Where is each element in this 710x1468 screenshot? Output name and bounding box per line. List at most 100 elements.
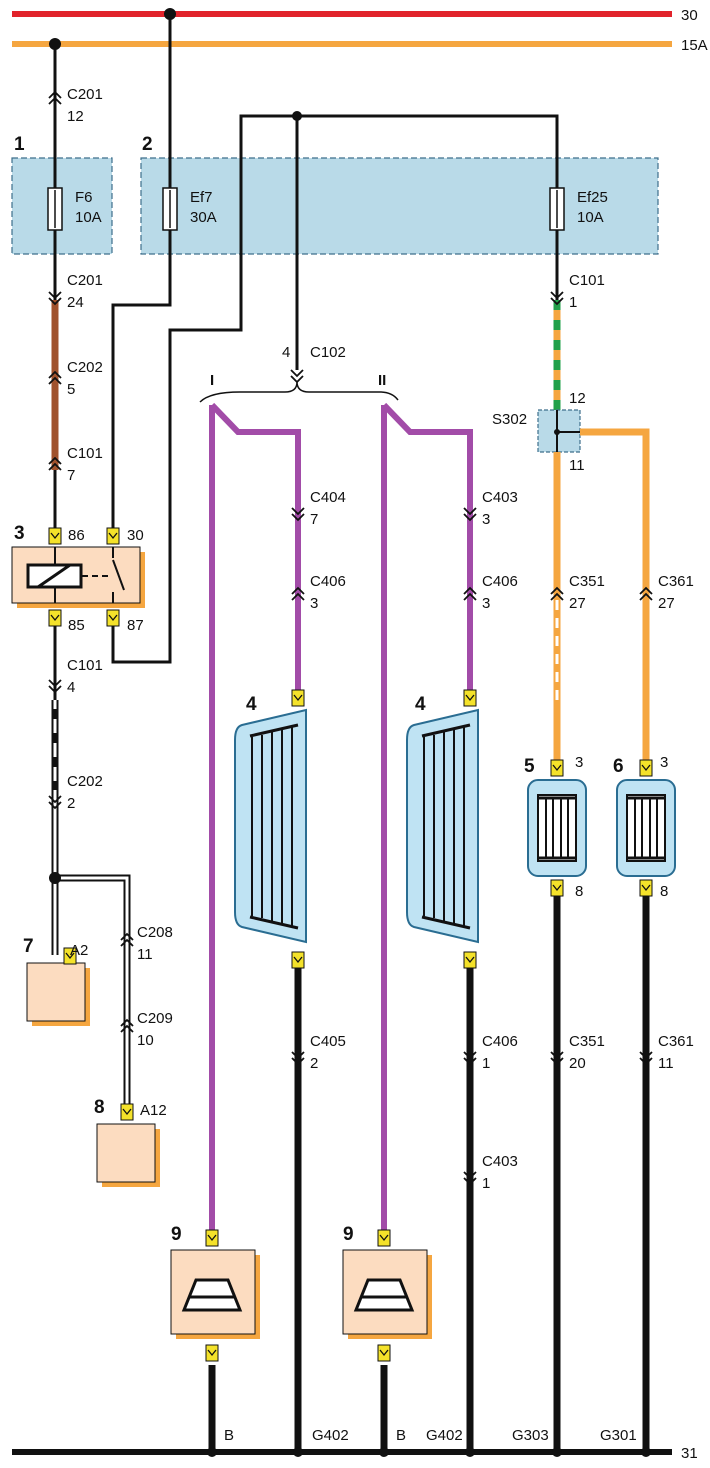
connector-c101-4-name: C101	[67, 657, 103, 674]
connector-c404-7-pin: 7	[310, 511, 318, 528]
connector-c351-20-name: C351	[569, 1033, 605, 1050]
component-9-right-number: 9	[343, 1224, 354, 1245]
connector-chevron	[463, 1171, 477, 1186]
connector-c101-7-name: C101	[67, 445, 103, 462]
pin-block	[106, 527, 120, 545]
connector-c101-4-pin: 4	[67, 679, 75, 696]
pin-block-mark	[552, 884, 562, 892]
pin-block	[106, 609, 120, 627]
relay-pin-30: 30	[127, 527, 144, 544]
pin-block-mark	[108, 614, 118, 622]
branch-i-label: I	[210, 372, 214, 389]
pin-block	[205, 1229, 219, 1247]
connector-c361-27-name: C361	[658, 573, 694, 590]
fuse-ef25-name: Ef25	[577, 189, 608, 206]
pin-block	[291, 689, 305, 707]
connector-chevron	[463, 1051, 477, 1066]
pin-block	[48, 609, 62, 627]
relay	[11, 546, 145, 608]
connector-chevron	[48, 679, 62, 694]
heater-element-4-right	[406, 708, 479, 944]
module-5-pin-top: 3	[575, 754, 583, 771]
connector-chevron	[639, 586, 653, 601]
connector-c403-3-name: C403	[482, 489, 518, 506]
pin-block	[48, 527, 62, 545]
ground-g402-right: G402	[426, 1427, 463, 1444]
c102-pin: 4	[282, 344, 290, 361]
pin-block	[377, 1229, 391, 1247]
component-6-number: 6	[613, 756, 624, 777]
connector-c361-11-pin: 11	[658, 1055, 674, 1072]
fuse-f6-name: F6	[75, 189, 93, 206]
connector-c202-5-name: C202	[67, 359, 103, 376]
connector-chevron	[120, 932, 134, 947]
connector-chevron	[48, 291, 62, 306]
connector-c101-1-name: C101	[569, 272, 605, 289]
branch-ii-label: II	[378, 372, 386, 389]
pin-block	[205, 1344, 219, 1362]
pin-connectors	[48, 527, 653, 1362]
connector-c202-5-pin: 5	[67, 381, 75, 398]
pin-block-mark	[552, 764, 562, 772]
pin-block-mark	[293, 694, 303, 702]
connector-c361-27-pin: 27	[658, 595, 675, 612]
pin-block	[550, 879, 564, 897]
connector-chevron	[463, 507, 477, 522]
connector-c361-11-name: C361	[658, 1033, 694, 1050]
connector-chevron	[291, 1051, 305, 1066]
component-1-number: 1	[14, 134, 25, 155]
rail-31-label: 31	[681, 1445, 698, 1462]
fuse-ef7-rating: 30A	[190, 209, 217, 226]
splice-pin-out: 11	[569, 457, 585, 474]
component-5-number: 5	[524, 756, 535, 777]
connector-chevron	[639, 1051, 653, 1066]
heater-module-6	[616, 779, 676, 877]
pin-block-mark	[465, 956, 475, 964]
connector-c351-27-pin: 27	[569, 595, 586, 612]
component-4-right-number: 4	[415, 694, 426, 715]
connector-c201-12-pin: 12	[67, 108, 84, 125]
connector-chevron	[550, 291, 564, 306]
module-6-pin-bottom: 8	[660, 883, 668, 900]
pin-block	[377, 1344, 391, 1362]
splice-pin-in: 12	[569, 390, 586, 407]
component-9-left	[170, 1249, 260, 1339]
connector-chevron	[550, 1051, 564, 1066]
pin-block-mark	[50, 614, 60, 622]
connector-c406-3a-name: C406	[310, 573, 346, 590]
relay-pin-86: 86	[68, 527, 85, 544]
connector-c406-1-pin: 1	[482, 1055, 490, 1072]
connector-chevron	[48, 456, 62, 471]
connector-chevron	[120, 1018, 134, 1033]
component-2-number: 2	[142, 134, 153, 155]
pin-block-mark	[379, 1234, 389, 1242]
connector-c208-11-pin: 11	[137, 946, 153, 963]
connector-c405-2-name: C405	[310, 1033, 346, 1050]
rail-30-label: 30	[681, 7, 698, 24]
pin-block	[63, 947, 77, 965]
relay-pin-85: 85	[68, 617, 85, 634]
connector-chevron	[48, 370, 62, 385]
pin-block-mark	[641, 764, 651, 772]
pin-block	[463, 689, 477, 707]
component-9-left-number: 9	[171, 1224, 182, 1245]
module-5-pin-bottom: 8	[575, 883, 583, 900]
pin-block-mark	[207, 1349, 217, 1357]
fuse-f6-rating: 10A	[75, 209, 102, 226]
pin-block	[639, 879, 653, 897]
connector-chevron	[48, 90, 62, 105]
fuse-box-2	[140, 157, 659, 255]
component-9-right	[342, 1249, 432, 1339]
ground-b-left: B	[224, 1427, 234, 1444]
connector-chevron	[463, 586, 477, 601]
connector-c201-24-pin: 24	[67, 294, 84, 311]
connector-c406-3b-name: C406	[482, 573, 518, 590]
component-8-box	[96, 1123, 160, 1187]
pin-a2: A2	[70, 942, 88, 959]
pin-a12: A12	[140, 1102, 167, 1119]
connector-c202-2-pin: 2	[67, 795, 75, 812]
splice-name: S302	[492, 411, 527, 428]
fuse-ef7-name: Ef7	[190, 189, 213, 206]
component-7-number: 7	[23, 936, 34, 957]
